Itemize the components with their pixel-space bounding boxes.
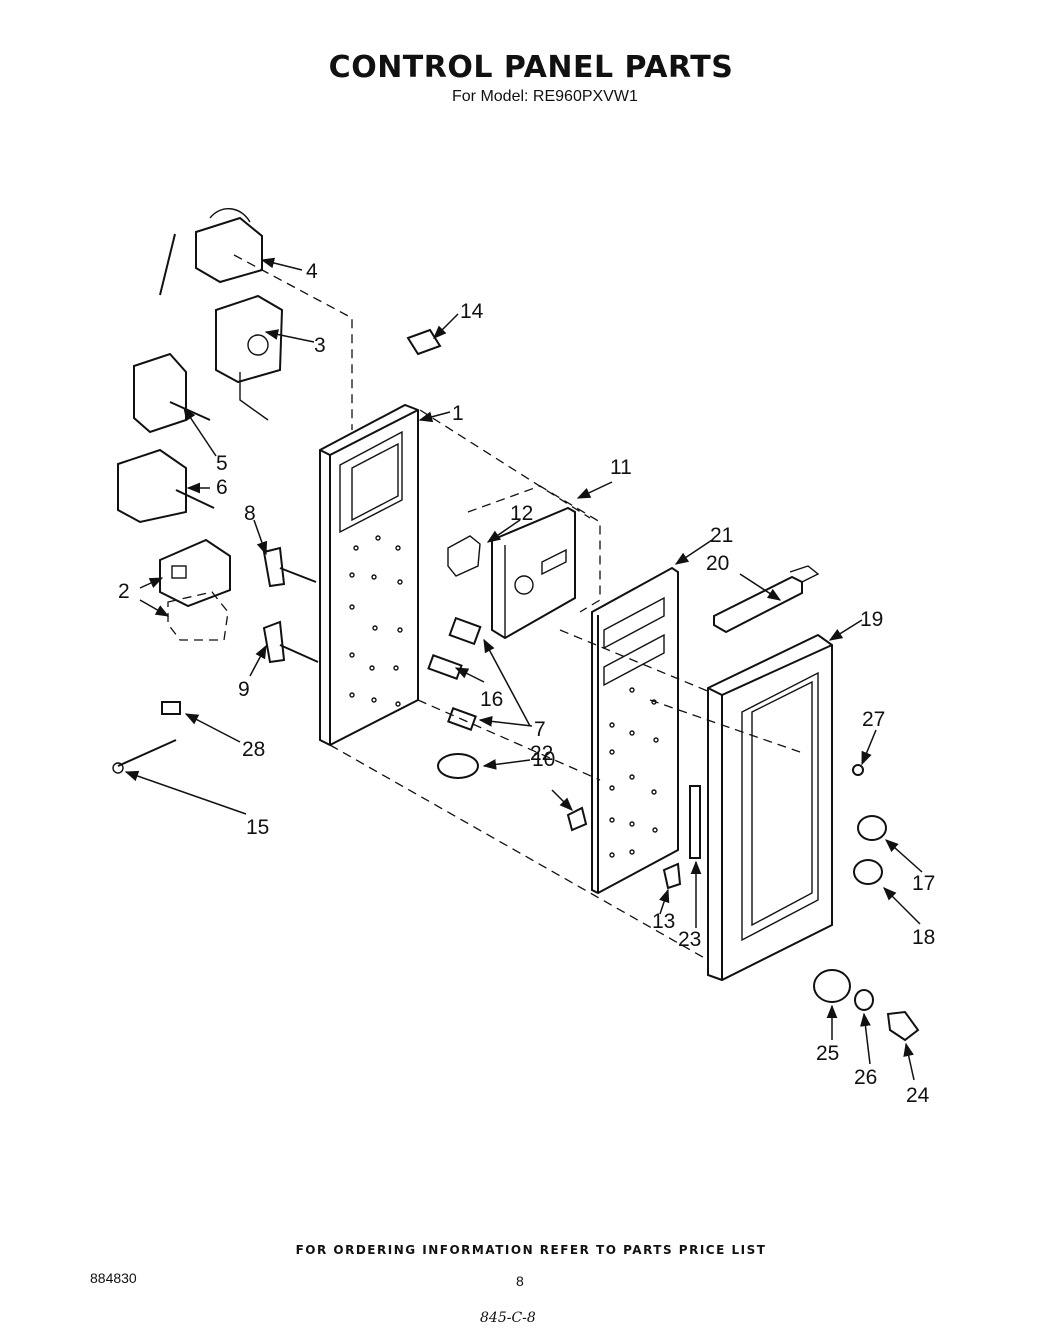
callout-18: 18 [912,926,935,949]
callout-21: 21 [710,524,733,547]
callout-23: 23 [678,928,701,951]
callout-8: 8 [244,502,256,525]
callout-12: 12 [510,502,533,525]
callout-14: 14 [460,300,484,323]
part-switch-2 [159,538,231,641]
part-control-frame [707,633,833,982]
callout-20: 20 [706,552,729,575]
callout-19: 19 [860,608,883,631]
document-number: 884830 [90,1270,137,1286]
ordering-note: FOR ORDERING INFORMATION REFER TO PARTS … [295,1243,767,1257]
callout-17: 17 [912,872,935,895]
handwritten-note: 845-C-8 [480,1310,536,1326]
callout-26: 26 [854,1066,877,1089]
callout-9: 9 [238,678,250,701]
part-control-panel-bracket [319,403,419,747]
part-front-panel-plate [591,566,679,895]
callout-labels: 1 2 3 4 5 6 7 8 9 10 11 12 13 14 15 16 1… [118,260,935,1107]
part-switch-3 [215,294,284,421]
part-switch-9 [262,620,319,664]
part-insert-28 [161,701,181,715]
part-screw-15 [112,739,177,774]
callout-6: 6 [216,476,228,499]
callout-5: 5 [216,452,228,475]
part-timer-module [447,485,601,640]
page-number: 8 [516,1273,524,1289]
part-switch-6 [117,448,215,524]
part-buttons [427,616,701,890]
callout-15: 15 [246,816,269,839]
callout-7: 7 [534,718,546,741]
callout-27: 27 [862,708,885,731]
callout-2: 2 [118,580,130,603]
model-subtitle: For Model: RE960PXVW1 [452,88,638,105]
callout-10: 10 [532,748,555,771]
part-switch-8 [262,546,317,588]
callout-3: 3 [314,334,326,357]
callout-22: 22 [530,742,553,765]
part-thermostat [159,208,263,296]
part-knobs [813,764,920,1042]
page-title: CONTROL PANEL PARTS [328,50,734,85]
callout-4: 4 [306,260,318,283]
part-switch-5 [133,352,211,434]
callout-28: 28 [242,738,265,761]
callout-25: 25 [816,1042,839,1065]
callout-13: 13 [652,910,675,933]
part-clip-14 [406,328,442,356]
callout-11: 11 [610,456,632,479]
callout-16: 16 [480,688,503,711]
callout-1: 1 [452,402,464,425]
callout-24: 24 [906,1084,930,1107]
part-bracket [713,565,820,634]
